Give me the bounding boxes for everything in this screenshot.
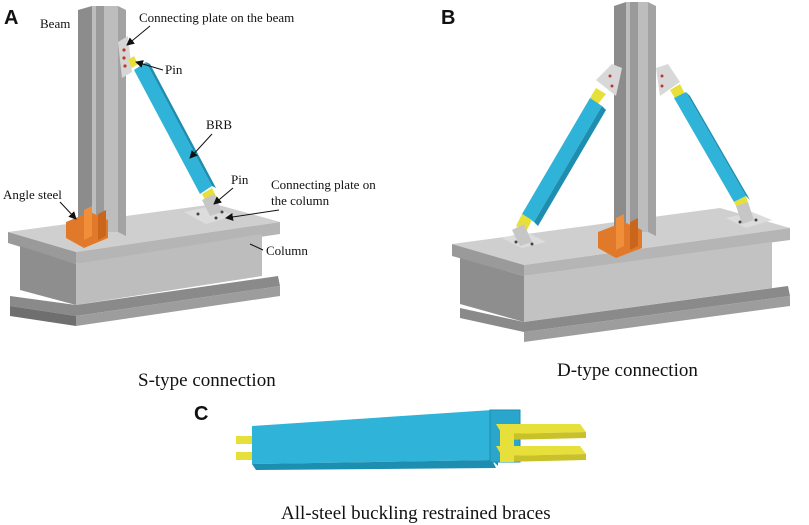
leader-brb	[189, 133, 213, 159]
panel-b-vertical-steel-member	[614, 2, 656, 238]
panel-c-caption: All-steel buckling restrained braces	[281, 503, 551, 524]
label-connecting-plate-column-line2: the column	[271, 193, 330, 208]
label-connecting-plate-column-line1: Connecting plate on	[271, 177, 376, 192]
panel-b-bottom-connecting-plates	[502, 202, 772, 248]
panel-c-brb-element	[236, 409, 586, 470]
panel-b-right-brb-brace	[670, 84, 750, 214]
leader-column	[249, 243, 264, 251]
panel-a-brb-brace	[128, 56, 218, 206]
panel-b-top-connecting-plates	[596, 64, 680, 96]
panel-c: C All-steel buckling restrained braces	[194, 403, 586, 524]
panel-b-letter: B	[441, 7, 455, 29]
panel-a-letter: A	[4, 7, 18, 29]
panel-a-vertical-steel-member	[78, 6, 126, 238]
panel-a: A	[3, 6, 376, 391]
label-pin-bottom: Pin	[231, 172, 249, 187]
leader-connecting-plate-column	[225, 209, 280, 221]
panel-b-angle-steel	[598, 214, 642, 258]
panel-a-bottom-connecting-plate	[184, 194, 234, 224]
label-brb: BRB	[206, 117, 232, 132]
panel-b-left-brb-brace	[516, 88, 606, 232]
label-angle-steel: Angle steel	[3, 187, 62, 202]
leader-angle-steel	[59, 201, 77, 220]
label-column: Column	[266, 243, 308, 258]
panel-a-caption: S-type connection	[138, 370, 276, 391]
panel-a-top-connecting-plate	[118, 36, 132, 78]
leader-pin-top	[135, 60, 164, 71]
panel-c-letter: C	[194, 403, 208, 425]
panel-a-angle-steel	[66, 206, 108, 248]
leader-pin-bottom	[213, 187, 234, 205]
panel-a-horizontal-steel-member	[8, 204, 280, 326]
label-beam: Beam	[40, 16, 70, 31]
leader-connecting-plate-beam	[126, 25, 151, 46]
panel-b-caption: D-type connection	[557, 360, 698, 381]
label-connecting-plate-beam: Connecting plate on the beam	[139, 10, 294, 25]
label-pin-top: Pin	[165, 62, 183, 77]
panel-b: B	[441, 2, 790, 381]
